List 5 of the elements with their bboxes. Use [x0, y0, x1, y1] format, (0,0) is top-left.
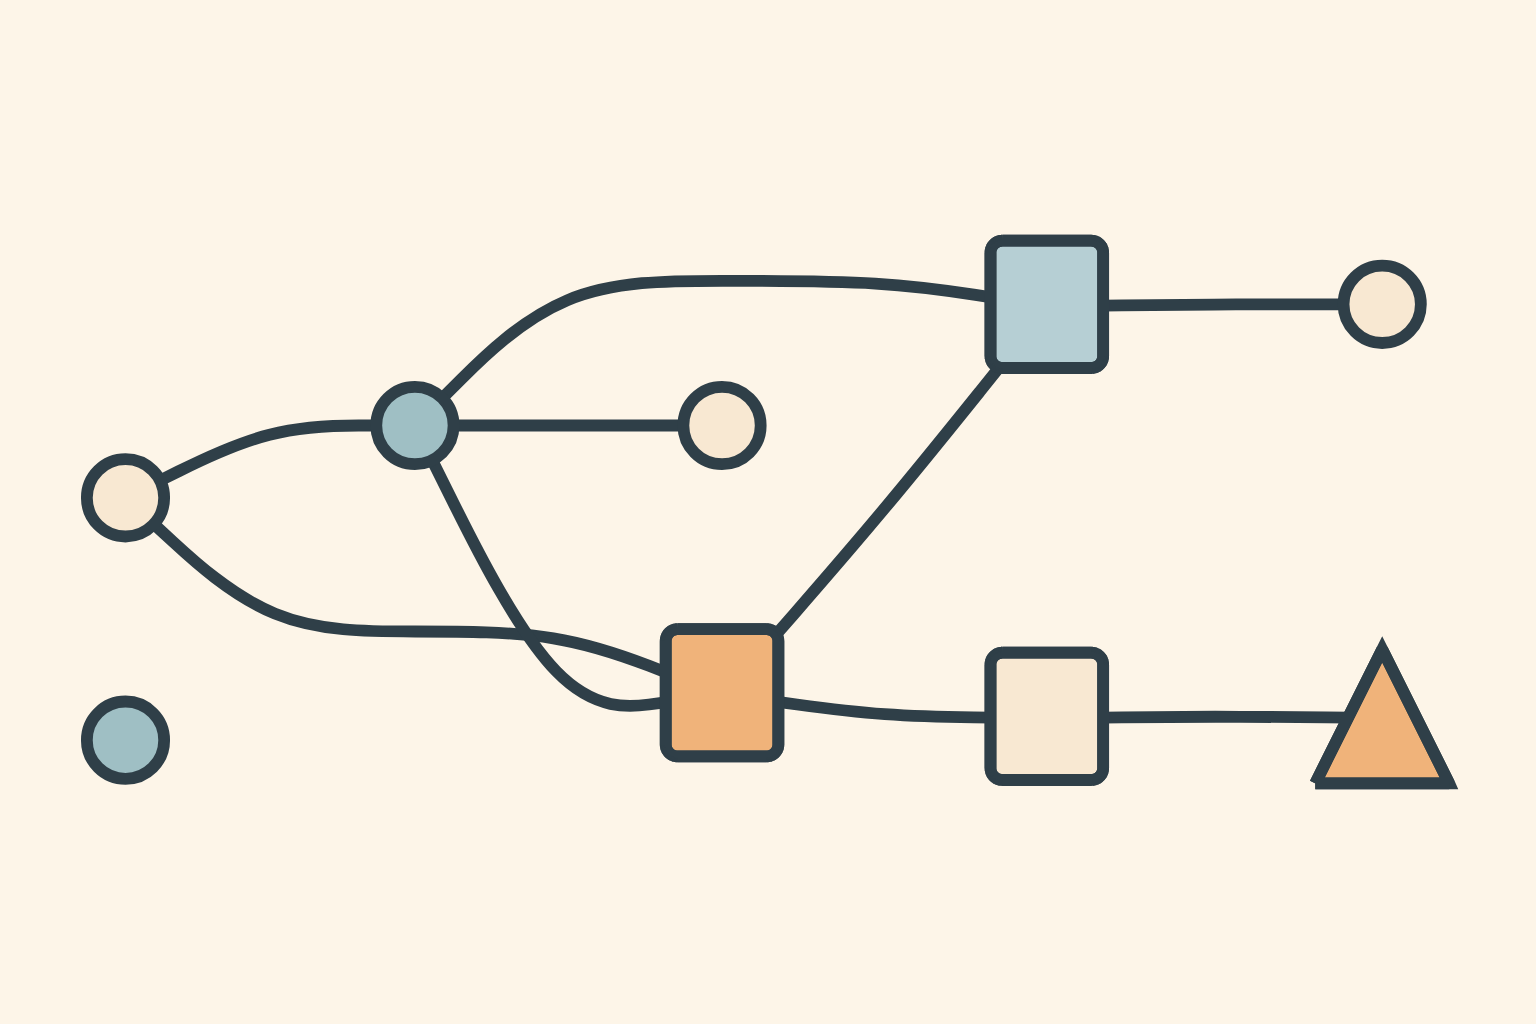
node-circle [370, 380, 460, 471]
node-circle [80, 695, 171, 785]
node-circle [80, 453, 171, 543]
node-circle [1337, 259, 1427, 349]
node-circle [677, 380, 767, 471]
